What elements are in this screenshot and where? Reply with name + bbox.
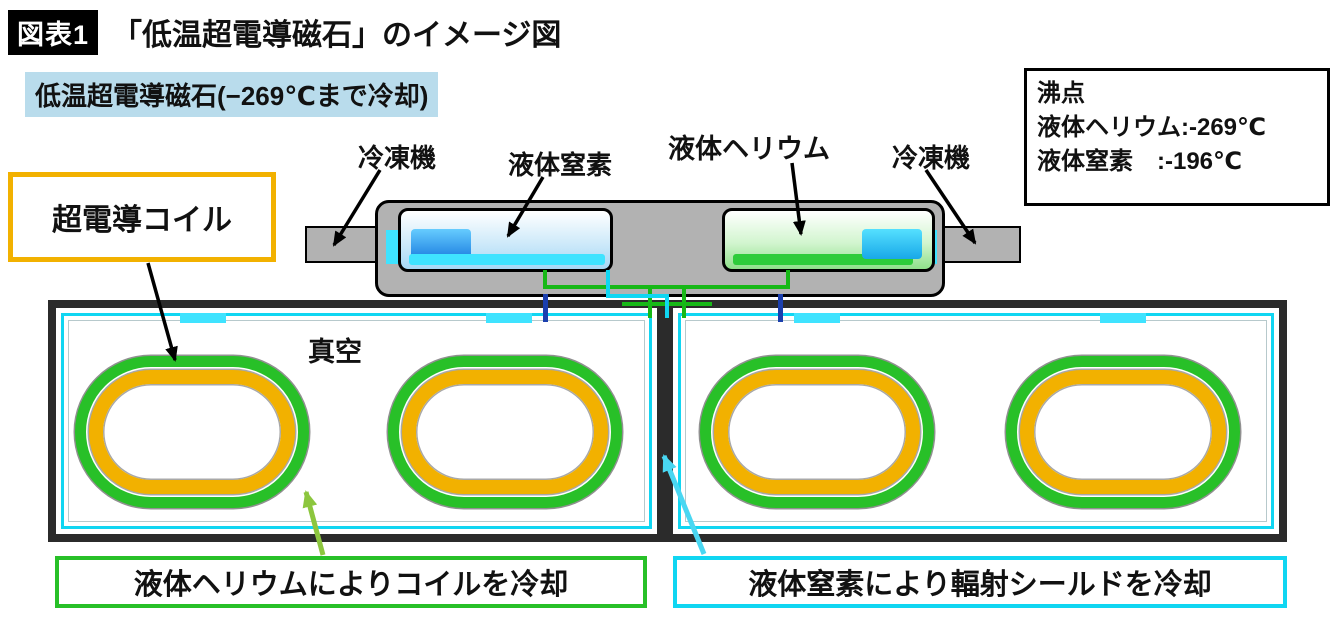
shield-inner-wall-left xyxy=(68,320,645,522)
superconducting-coil xyxy=(388,356,622,508)
shield-inner-wall-right xyxy=(685,320,1267,522)
label-refrigerator-right: 冷凍機 xyxy=(892,143,971,173)
helium-cooling-caption: 液体ヘリウムによりコイルを冷却 xyxy=(55,556,647,608)
liquid-nitrogen-tank xyxy=(398,208,613,272)
radiation-shield-left xyxy=(61,313,652,529)
superconducting-coil-callout: 超電導コイル xyxy=(8,172,276,262)
label-liquid-helium: 液体ヘリウム xyxy=(668,134,830,164)
current-lead xyxy=(778,294,783,322)
current-lead xyxy=(543,294,548,322)
shield-tab xyxy=(794,313,840,323)
coil-winding xyxy=(402,370,608,494)
label-liquid-nitrogen: 液体窒素 xyxy=(508,150,613,180)
superconducting-coil xyxy=(75,356,309,508)
figure-number-tag: 図表1 xyxy=(8,10,99,55)
helium-cooling-text: 液体ヘリウムによりコイルを冷却 xyxy=(133,569,569,601)
refrigerator-arm-right xyxy=(933,226,1021,263)
boiling-point-helium: 液体ヘリウム:-269℃ xyxy=(1037,114,1267,142)
nitrogen-cooling-text: 液体窒素により輻射シールドを冷却 xyxy=(748,569,1212,601)
shield-tab xyxy=(1100,313,1146,323)
superconducting-coil-label: 超電導コイル xyxy=(52,204,232,237)
boiling-point-title: 沸点 xyxy=(1037,80,1085,107)
superconducting-coil xyxy=(700,356,934,508)
boiling-point-box: 沸点 液体ヘリウム:-269℃ 液体窒素 :-196℃ xyxy=(1024,68,1330,206)
label-refrigerator-left: 冷凍機 xyxy=(358,143,437,173)
shield-tab xyxy=(486,313,532,323)
magnet-highlight-label: 低温超電導磁石(−269℃まで冷却) xyxy=(25,72,439,117)
coil-winding xyxy=(1020,370,1226,494)
boiling-point-nitrogen: 液体窒素 :-196℃ xyxy=(1037,148,1243,176)
helium-cold-head xyxy=(862,229,922,259)
radiation-shield-right xyxy=(678,313,1274,529)
helium-liquid-strip xyxy=(733,254,913,265)
cold-link-left xyxy=(386,230,400,264)
nitrogen-cooling-caption: 液体窒素により輻射シールドを冷却 xyxy=(673,556,1287,608)
vacuum-label: 真空 xyxy=(308,337,362,367)
figure-title: 「低温超電導磁石」のイメージ図 xyxy=(112,19,562,52)
coil-winding xyxy=(714,370,920,494)
coil-winding xyxy=(89,370,295,494)
nitrogen-liquid-strip xyxy=(409,254,605,265)
shield-tab xyxy=(180,313,226,323)
superconducting-coil xyxy=(1006,356,1240,508)
liquid-helium-tank xyxy=(722,208,935,272)
